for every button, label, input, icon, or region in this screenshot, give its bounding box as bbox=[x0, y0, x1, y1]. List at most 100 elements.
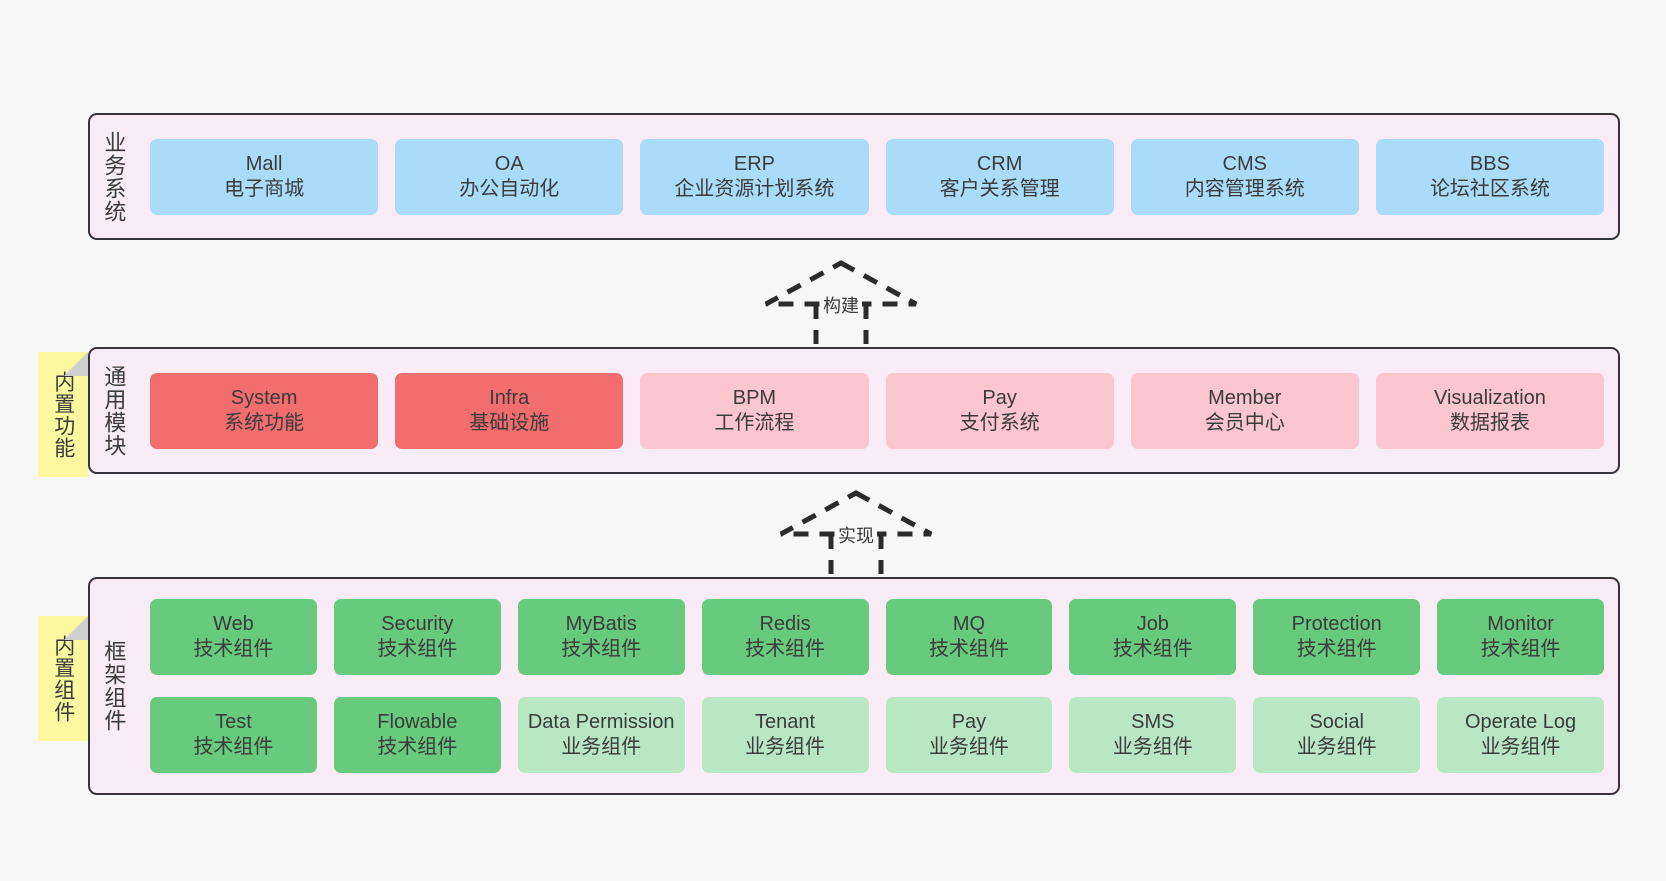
node-subtitle: 技术组件 bbox=[193, 736, 274, 758]
node-subtitle: 技术组件 bbox=[377, 638, 458, 660]
node-title: Visualization bbox=[1433, 386, 1546, 409]
node-title: Monitor bbox=[1487, 613, 1554, 636]
node-mybatis[interactable]: MyBatis 技术组件 bbox=[517, 599, 685, 675]
node-title: Mall bbox=[245, 152, 283, 175]
node-subtitle: 办公自动化 bbox=[459, 177, 560, 200]
node-title: Infra bbox=[489, 386, 530, 409]
node-title: Data Permission bbox=[527, 711, 675, 734]
node-protection[interactable]: Protection 技术组件 bbox=[1253, 599, 1421, 675]
sticky-note-builtin-components: 内置组件 bbox=[38, 616, 88, 741]
node-subtitle: 业务组件 bbox=[1480, 736, 1561, 758]
node-subtitle: 内容管理系统 bbox=[1184, 177, 1305, 200]
node-subtitle: 企业资源计划系统 bbox=[674, 177, 835, 200]
node-test[interactable]: Test 技术组件 bbox=[150, 697, 317, 773]
node-row: Mall 电子商城 OA 办公自动化 ERP 企业资源计划系统 CRM 客户关系… bbox=[136, 138, 1618, 215]
node-subtitle: 业务组件 bbox=[928, 736, 1009, 758]
node-row: Test 技术组件 Flowable 技术组件 Data Permission … bbox=[136, 697, 1618, 773]
node-row: Web 技术组件 Security 技术组件 MyBatis 技术组件 Redi… bbox=[136, 599, 1618, 675]
layer-business-system: 业务系统 Mall 电子商城 OA 办公自动化 ERP 企业资源计划系统 CRM… bbox=[88, 113, 1620, 240]
node-title: System bbox=[230, 386, 298, 409]
node-operate-log[interactable]: Operate Log 业务组件 bbox=[1437, 697, 1604, 773]
layer-body-common-module: System 系统功能 Infra 基础设施 BPM 工作流程 Pay 支付系统… bbox=[136, 349, 1618, 472]
node-title: Pay bbox=[951, 711, 987, 734]
node-title: BPM bbox=[732, 386, 777, 409]
node-title: CRM bbox=[976, 152, 1023, 175]
connector-implement: 实现 bbox=[771, 488, 941, 574]
node-web[interactable]: Web 技术组件 bbox=[150, 599, 317, 675]
node-subtitle: 论坛社区系统 bbox=[1429, 177, 1550, 200]
node-title: BBS bbox=[1469, 152, 1510, 175]
node-crm[interactable]: CRM 客户关系管理 bbox=[885, 138, 1114, 215]
node-title: Protection bbox=[1291, 613, 1382, 636]
node-tenant[interactable]: Tenant 业务组件 bbox=[701, 697, 869, 773]
node-title: Test bbox=[215, 711, 252, 734]
node-subtitle: 工作流程 bbox=[714, 411, 795, 434]
node-pay-component[interactable]: Pay 业务组件 bbox=[885, 697, 1053, 773]
node-subtitle: 技术组件 bbox=[928, 638, 1009, 660]
node-subtitle: 技术组件 bbox=[745, 638, 826, 660]
node-mq[interactable]: MQ 技术组件 bbox=[885, 599, 1053, 675]
node-title: Job bbox=[1136, 613, 1169, 636]
layer-body-framework-component: Web 技术组件 Security 技术组件 MyBatis 技术组件 Redi… bbox=[136, 579, 1618, 793]
node-monitor[interactable]: Monitor 技术组件 bbox=[1437, 599, 1604, 675]
node-subtitle: 技术组件 bbox=[561, 638, 642, 660]
node-subtitle: 业务组件 bbox=[1296, 736, 1377, 758]
node-title: Member bbox=[1208, 386, 1282, 409]
node-row: System 系统功能 Infra 基础设施 BPM 工作流程 Pay 支付系统… bbox=[136, 372, 1618, 449]
node-oa[interactable]: OA 办公自动化 bbox=[395, 138, 624, 215]
node-bbs[interactable]: BBS 论坛社区系统 bbox=[1375, 138, 1605, 215]
node-title: Social bbox=[1309, 711, 1364, 734]
node-data-permission[interactable]: Data Permission 业务组件 bbox=[517, 697, 685, 773]
node-title: Operate Log bbox=[1464, 711, 1577, 734]
node-title: ERP bbox=[733, 152, 775, 175]
layer-title-business-system: 业务系统 bbox=[101, 130, 127, 223]
node-bpm[interactable]: BPM 工作流程 bbox=[640, 372, 869, 449]
sticky-note-builtin-functions: 内置功能 bbox=[38, 352, 88, 477]
node-subtitle: 技术组件 bbox=[1112, 638, 1193, 660]
node-subtitle: 技术组件 bbox=[193, 638, 274, 660]
node-flowable[interactable]: Flowable 技术组件 bbox=[333, 697, 501, 773]
sticky-note-label: 内置功能 bbox=[51, 370, 75, 459]
node-title: Flowable bbox=[377, 711, 458, 734]
node-cms[interactable]: CMS 内容管理系统 bbox=[1130, 138, 1359, 215]
layer-body-business-system: Mall 电子商城 OA 办公自动化 ERP 企业资源计划系统 CRM 客户关系… bbox=[136, 115, 1618, 238]
node-title: Redis bbox=[759, 613, 811, 636]
node-visualization[interactable]: Visualization 数据报表 bbox=[1375, 372, 1605, 449]
node-subtitle: 技术组件 bbox=[1480, 638, 1561, 660]
node-security[interactable]: Security 技术组件 bbox=[333, 599, 501, 675]
node-title: OA bbox=[494, 152, 524, 175]
node-subtitle: 会员中心 bbox=[1204, 411, 1285, 434]
node-erp[interactable]: ERP 企业资源计划系统 bbox=[640, 138, 869, 215]
node-title: Security bbox=[381, 613, 454, 636]
connector-build: 构建 bbox=[756, 258, 926, 344]
node-job[interactable]: Job 技术组件 bbox=[1069, 599, 1237, 675]
node-title: CMS bbox=[1222, 152, 1267, 175]
node-mall[interactable]: Mall 电子商城 bbox=[150, 138, 379, 215]
node-subtitle: 技术组件 bbox=[1296, 638, 1377, 660]
node-title: Web bbox=[213, 613, 254, 636]
node-title: Tenant bbox=[755, 711, 816, 734]
node-subtitle: 基础设施 bbox=[469, 411, 550, 434]
node-subtitle: 业务组件 bbox=[1112, 736, 1193, 758]
node-title: SMS bbox=[1131, 711, 1175, 734]
node-system[interactable]: System 系统功能 bbox=[150, 372, 379, 449]
node-member[interactable]: Member 会员中心 bbox=[1130, 372, 1359, 449]
sticky-note-label: 内置组件 bbox=[51, 634, 75, 723]
connector-label-implement: 实现 bbox=[835, 522, 877, 548]
node-subtitle: 支付系统 bbox=[959, 411, 1040, 434]
layer-framework-component: 框架组件 Web 技术组件 Security 技术组件 MyBatis 技术组件… bbox=[88, 577, 1620, 795]
connector-label-build: 构建 bbox=[820, 292, 862, 318]
node-title: Pay bbox=[982, 386, 1017, 409]
node-redis[interactable]: Redis 技术组件 bbox=[701, 599, 869, 675]
node-subtitle: 客户关系管理 bbox=[939, 177, 1060, 200]
layer-title-framework-component: 框架组件 bbox=[101, 640, 127, 732]
node-social[interactable]: Social 业务组件 bbox=[1253, 697, 1421, 773]
layer-title-common-module: 通用模块 bbox=[101, 364, 127, 457]
node-infra[interactable]: Infra 基础设施 bbox=[395, 372, 624, 449]
node-title: MQ bbox=[952, 613, 986, 636]
node-subtitle: 业务组件 bbox=[561, 736, 642, 758]
node-sms[interactable]: SMS 业务组件 bbox=[1069, 697, 1237, 773]
node-subtitle: 系统功能 bbox=[224, 411, 305, 434]
node-subtitle: 电子商城 bbox=[224, 177, 305, 200]
node-pay-module[interactable]: Pay 支付系统 bbox=[885, 372, 1114, 449]
